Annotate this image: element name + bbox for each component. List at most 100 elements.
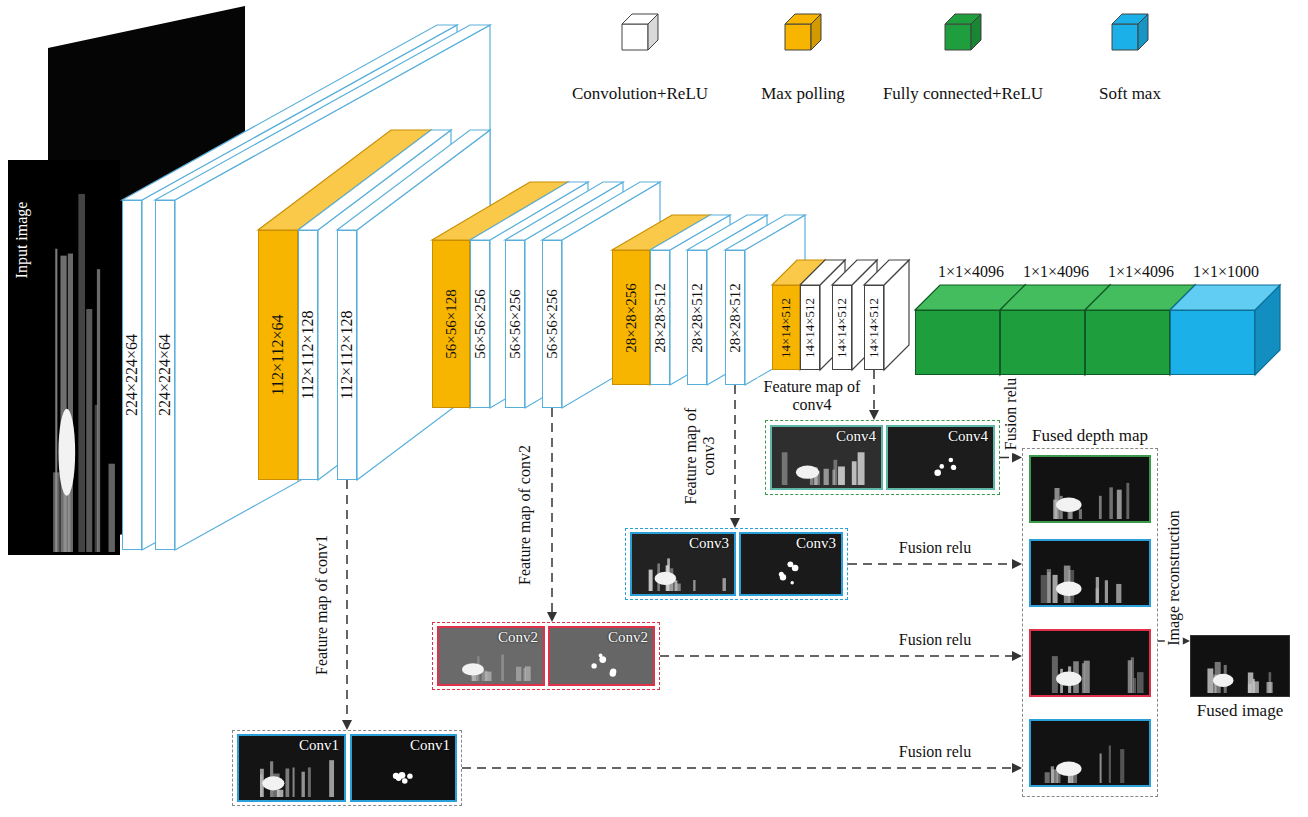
fused-depth-picture [1047,569,1051,603]
feature-map-label: Conv3 [796,535,836,552]
group-heading: Fused depth map [1032,426,1148,446]
feature-map-picture [772,427,881,488]
dashed-line [734,385,736,518]
dashed-arrow [462,763,1022,773]
feature-map-group: Conv4Conv4 [765,420,1000,495]
feature-map-picture [674,580,677,591]
feature-map-picture [833,460,837,485]
input-image-picture [53,472,60,552]
feature-map: Conv3 [630,532,736,596]
feature-map-picture [693,580,695,591]
feature-map-group: Conv2 Conv2 [432,622,660,690]
fused-depth-picture [1096,577,1099,603]
legend-swatch [1110,12,1150,52]
fused-image-picture [1191,636,1289,696]
conv-layer: 224×224×64 [155,200,175,550]
layer-size: 112×112×128 [299,311,317,400]
fused-depth-picture [1109,745,1111,783]
layer-size: 224×224×64 [156,334,174,416]
fused-depth-picture [1109,487,1113,519]
swatch-shade [971,14,981,50]
dashed-arrow [1000,453,1022,463]
edge-label: Fusion relu [896,539,974,557]
arrowhead [730,518,740,528]
feature-map-picture [677,584,681,591]
swatch-face [648,14,658,50]
fused-depth-picture [1105,580,1108,603]
feature-map-label: Conv2 [498,629,538,646]
fused-depth-picture [1030,456,1150,522]
swatch-face [811,14,821,50]
layer-size: 56×56×128 [443,289,460,358]
fc-layer: 1×1×4096 [915,310,1000,375]
edge-label: Fusion relu [1002,375,1020,453]
fused-depth-picture [1117,490,1122,519]
pool-layer: 14×14×512 [772,285,800,370]
feature-map-picture [952,465,957,470]
legend-swatch [783,12,823,52]
edge-label: Image reconstruction [1165,507,1183,649]
feature-map-label: Conv3 [689,535,729,552]
fused-depth-picture [1133,678,1136,693]
feature-map-label: Conv2 [608,629,648,646]
legend-item: Soft max [1030,12,1230,104]
feature-map-picture [888,427,993,488]
fused-depth-picture [1041,575,1047,603]
feature-map-picture [393,773,399,779]
feature-map-picture [722,578,725,591]
fused-depth-picture [1120,749,1124,783]
layer-size: 56×56×256 [544,289,561,358]
feature-map-picture [632,534,734,594]
layer-size: 14×14×512 [835,297,849,357]
fused-depth-picture [1056,672,1082,687]
feature-map-label: Conv1 [410,737,450,754]
arrowhead [1012,763,1022,773]
fused-depth-frame [1030,540,1150,606]
legend-text: Soft max [1030,84,1230,104]
legend-item: Convolution+ReLU [540,12,740,104]
feature-map-group: Conv1 Conv1 [232,730,462,806]
feature-map-picture [741,534,841,594]
softmax-layer: 1×1×1000 [1170,310,1255,375]
layer-size: 56×56×256 [472,289,489,358]
layer-top-face [337,130,490,230]
fused-depth-picture [1056,762,1082,777]
fused-depth-picture [1068,512,1072,519]
fused-depth-picture [1030,630,1150,696]
dashed-line [848,563,1012,565]
input-image-picture [97,269,100,552]
feature-map-picture [951,465,956,470]
input-image-picture [8,160,120,555]
feature-map: Conv4 [886,425,995,490]
conv-layer: 28×28×512 [687,250,707,385]
dashed-arrow [730,385,740,528]
feature-map-picture [525,666,531,681]
feature-map-label: Conv1 [299,737,339,754]
fused-depth-picture [1128,660,1132,693]
legend-swatch [943,12,983,52]
layer-top-face [864,260,909,285]
fused-depth-picture [1030,720,1150,786]
legend-item: Fully connected+ReLU [863,12,1063,104]
feature-map-picture [838,466,845,485]
dashed-arrow [660,651,1022,661]
feature-map-picture [852,461,857,485]
fc-layer: 1×1×4096 [1085,310,1170,375]
feature-map: Conv3 [739,532,843,596]
feature-map-picture [939,464,944,469]
fused-image-picture [1213,674,1234,687]
arrowhead [1012,559,1022,569]
edge-label: Feature map of conv1 [313,532,331,678]
dashed-line [551,408,553,612]
layer-size: 28×28×512 [652,283,669,352]
layer-size: 1×1×4096 [938,263,1004,281]
layer-top-face [1170,285,1280,310]
swatch-shade [811,14,821,50]
feature-map-picture [649,570,653,591]
feature-map-picture [791,581,794,584]
layer-size: 28×28×512 [727,283,744,352]
feature-map-picture [407,773,412,778]
fused-depth-picture [1079,509,1082,519]
fc-layer: 1×1×4096 [1000,310,1085,375]
